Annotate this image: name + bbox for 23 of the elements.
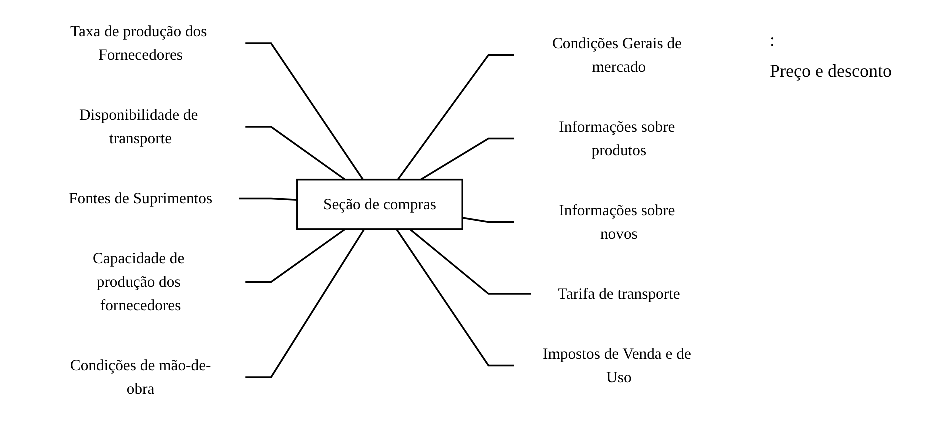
connector	[238, 198, 298, 202]
connector	[396, 228, 515, 367]
node-box: Seção de compras	[296, 178, 464, 230]
connector	[410, 228, 532, 295]
node-text: Informações sobre novos	[559, 201, 676, 242]
connector	[245, 228, 346, 284]
node-text: Condições de mão-de-obra	[70, 356, 212, 398]
node-text: Disponibilidade de transporte	[79, 106, 198, 147]
connector	[245, 228, 366, 378]
node-text: Impostos de Venda e de Uso	[543, 344, 692, 386]
node-text: Capacidade de produção dos fornecedores	[92, 250, 185, 314]
note-text: Preço e desconto	[770, 61, 893, 82]
node-text: Fontes de Suprimentos	[69, 190, 213, 208]
node-text: Condições Gerais de mercado	[552, 34, 682, 76]
connector	[397, 54, 515, 180]
node-text: Tarifa de transporte	[558, 284, 680, 302]
connector	[245, 42, 364, 180]
note-text: :	[770, 30, 776, 51]
connector	[462, 217, 515, 224]
node-text: Informações sobre produtos	[559, 118, 676, 159]
connector	[420, 138, 515, 181]
node-text: Taxa de produção dos Fornecedores	[70, 22, 208, 64]
connector	[245, 126, 346, 181]
